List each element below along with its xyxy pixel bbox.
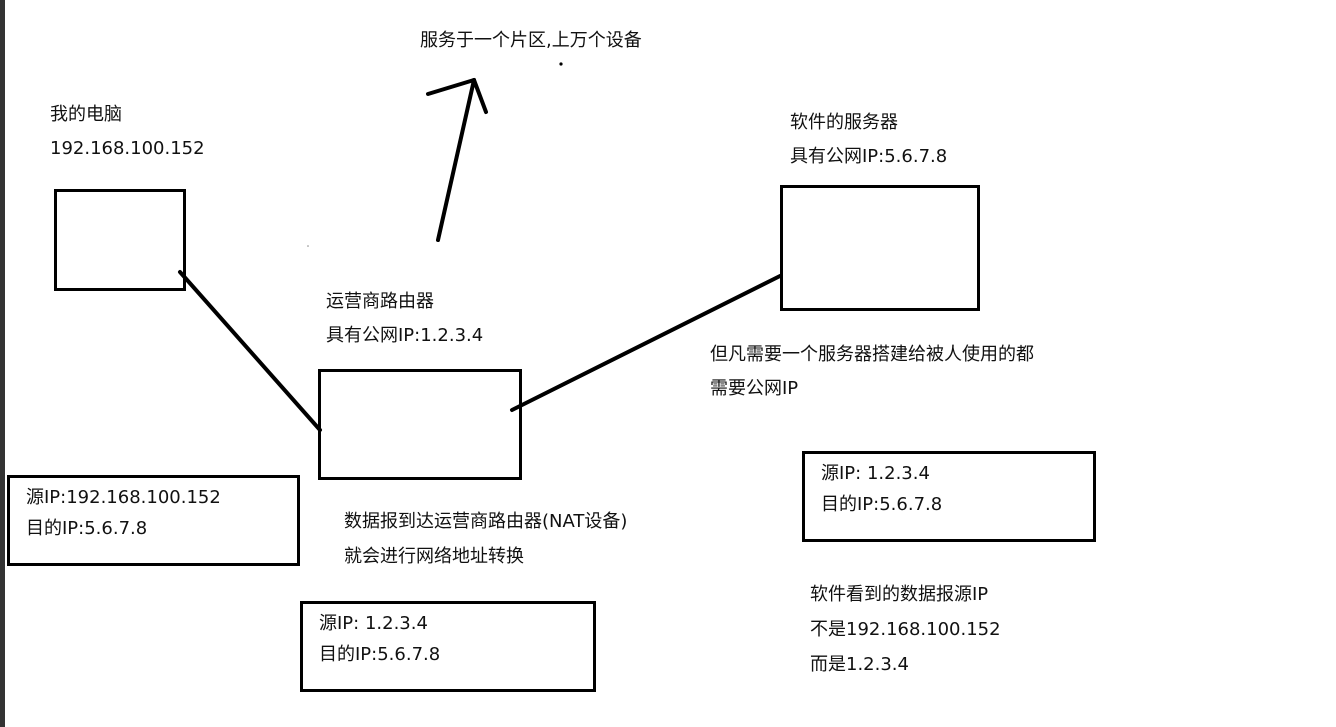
- stray-dot: [307, 245, 309, 247]
- packet-translated-dst: 目的IP:5.6.7.8: [319, 644, 441, 665]
- packet-original-dst: 目的IP:5.6.7.8: [26, 518, 148, 539]
- my-pc-title: 我的电脑: [50, 104, 122, 125]
- arrow-up-icon: [426, 78, 488, 242]
- stray-dot: [559, 62, 563, 66]
- my-pc-ip: 192.168.100.152: [50, 138, 205, 159]
- server-title: 软件的服务器: [790, 112, 898, 133]
- packet-at-server-box: 源IP: 1.2.3.4 目的IP:5.6.7.8: [802, 451, 1096, 542]
- nat-note-line2: 就会进行网络地址转换: [344, 546, 524, 567]
- router-title: 运营商路由器: [326, 291, 434, 312]
- nat-note-line1: 数据报到达运营商路由器(NAT设备): [344, 511, 628, 532]
- link-router-to-server: [510, 274, 782, 412]
- server-sees-line3: 而是1.2.3.4: [810, 654, 909, 675]
- server-note-line2: 需要公网IP: [710, 378, 799, 399]
- server-sees-line2: 不是192.168.100.152: [810, 619, 1001, 640]
- packet-original-box: 源IP:192.168.100.152 目的IP:5.6.7.8: [7, 475, 300, 566]
- packet-translated-src: 源IP: 1.2.3.4: [319, 613, 428, 634]
- server-box: [780, 185, 980, 311]
- packet-translated-box: 源IP: 1.2.3.4 目的IP:5.6.7.8: [300, 601, 596, 692]
- packet-at-server-src: 源IP: 1.2.3.4: [821, 463, 930, 484]
- server-sees-line1: 软件看到的数据报源IP: [810, 584, 989, 605]
- my-pc-box: [54, 189, 186, 291]
- packet-original-src: 源IP:192.168.100.152: [26, 487, 221, 508]
- server-ip: 具有公网IP:5.6.7.8: [790, 146, 948, 167]
- router-box: [318, 369, 522, 480]
- server-note-line1: 但凡需要一个服务器搭建给被人使用的都: [710, 344, 1034, 365]
- link-pc-to-router: [178, 270, 322, 432]
- router-ip: 具有公网IP:1.2.3.4: [326, 325, 484, 346]
- top-note: 服务于一个片区,上万个设备: [420, 30, 642, 51]
- packet-at-server-dst: 目的IP:5.6.7.8: [821, 494, 943, 515]
- window-left-edge: [0, 0, 5, 727]
